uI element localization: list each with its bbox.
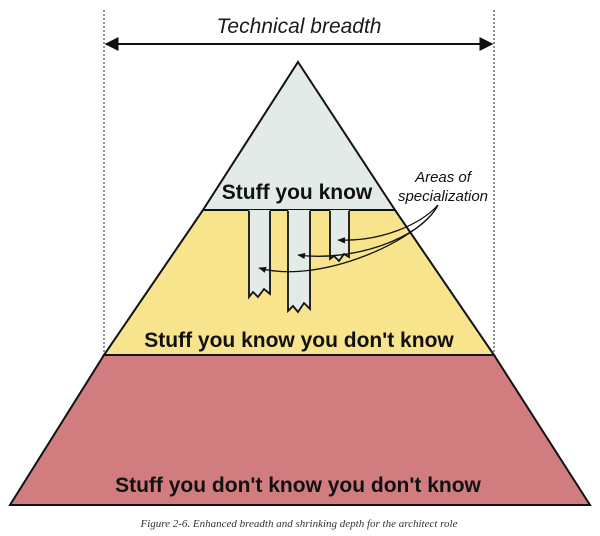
annotation-line-1: Areas of [414,169,473,186]
specialization-spike-3 [330,210,349,261]
figure-caption: Figure 2-6. Enhanced breadth and shrinki… [139,518,457,530]
annotation-arrow-3 [337,204,439,244]
middle-layer-label: Stuff you know you don't know [144,329,454,352]
annotation-line-2: specialization [398,188,488,205]
top-layer-label: Stuff you know [222,181,373,204]
annotation-arrow-2 [297,204,439,260]
specialization-spike-2 [288,210,310,312]
specialization-spike-1 [249,210,270,297]
breadth-label: Technical breadth [216,15,381,38]
bottom-layer-label: Stuff you don't know you don't know [115,474,481,497]
